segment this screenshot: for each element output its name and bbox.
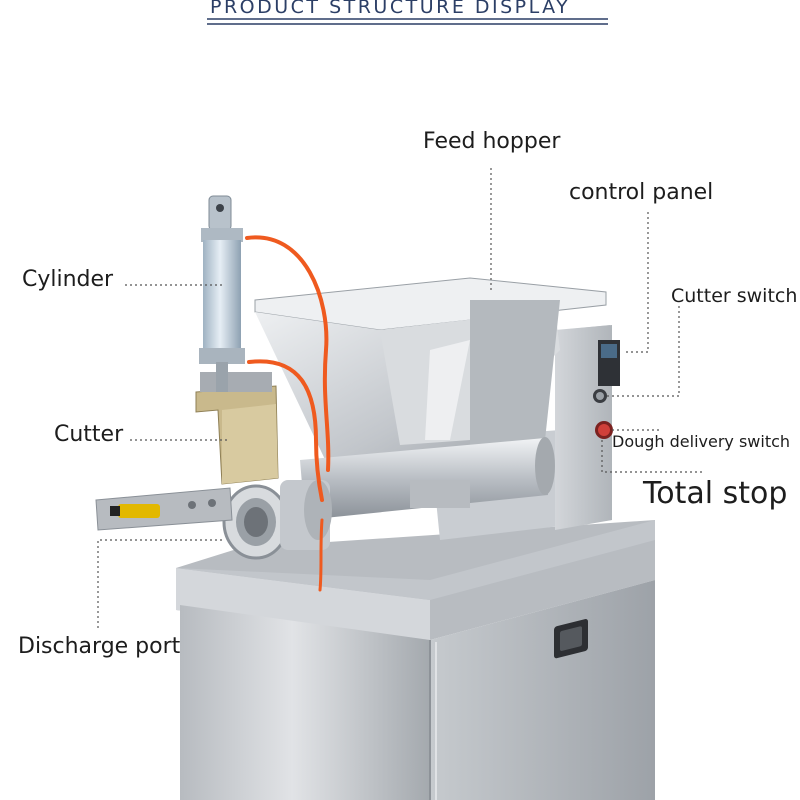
label-cylinder: Cylinder [22,267,114,292]
pneumatic-cylinder [199,195,245,392]
header-title: PRODUCT STRUCTURE DISPLAY [210,0,571,18]
machine-cabinet [176,520,655,800]
label-dough-delivery-switch: Dough delivery switch [612,432,791,451]
cutter-switch-icon [593,389,607,403]
label-cutter-switch: Cutter switch [671,285,798,307]
feed-hopper [254,277,607,470]
leader-dough-delivery [612,428,661,431]
cutter-plate [195,372,279,485]
cabinet-handle-icon [554,619,588,659]
air-hoses [245,235,331,592]
header-underline [207,18,608,25]
label-discharge-port: Discharge port [18,634,181,659]
leader-discharge-port [97,539,222,628]
label-total-stop: Total stop [643,476,788,511]
leader-control-panel [625,212,649,353]
discharge-port [222,480,332,560]
leader-lines [97,168,705,628]
stop-button-icon [595,421,613,439]
sensor-icon [118,504,160,518]
label-control-panel: control panel [569,180,714,205]
leader-cutter-switch [605,306,680,397]
leader-total-stop [601,440,705,473]
sensor-bracket [95,487,233,531]
screw-conveyor [300,437,555,520]
label-feed-hopper: Feed hopper [423,129,561,154]
label-cutter: Cutter [54,422,124,447]
